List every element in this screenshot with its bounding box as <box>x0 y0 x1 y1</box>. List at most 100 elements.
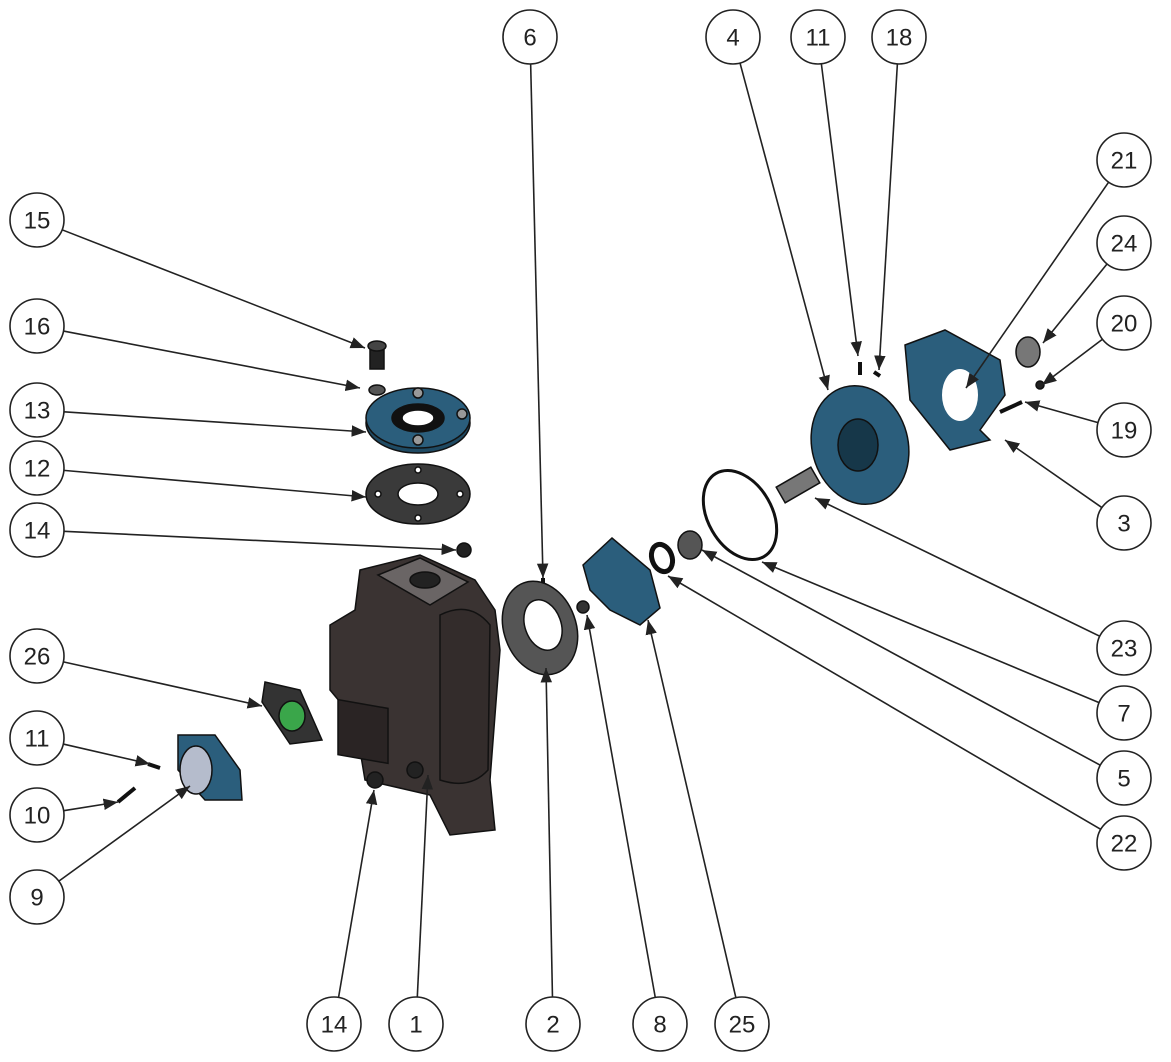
part-washer-16 <box>368 384 386 396</box>
leader-line-1 <box>416 774 434 998</box>
balloon-circle <box>1096 402 1152 458</box>
part-nut-14-bottom <box>366 771 384 789</box>
leader-line-9 <box>58 785 191 882</box>
balloon-23: 23 <box>1096 620 1152 676</box>
balloon-number: 22 <box>1111 831 1138 858</box>
part-nut-8 <box>576 600 590 614</box>
leader-line-18 <box>874 63 899 371</box>
balloon-number: 25 <box>729 1012 756 1039</box>
balloon-circle <box>1096 215 1152 271</box>
part-cover-9 <box>177 734 243 801</box>
balloon-circle <box>9 440 65 496</box>
leader-line-15 <box>61 229 366 349</box>
part-flange-13 <box>365 387 471 454</box>
part-screw-19 <box>999 400 1023 414</box>
balloon-circle <box>790 9 846 65</box>
balloon-number: 6 <box>523 25 536 52</box>
balloon-circle <box>1096 295 1152 351</box>
part-pump-body-1 <box>329 554 501 836</box>
leader-line-14 <box>63 530 457 556</box>
leader-line-8 <box>583 614 657 998</box>
leader-line-6 <box>529 63 549 579</box>
balloon-25: 25 <box>714 996 770 1052</box>
leader-line-19 <box>1024 400 1099 424</box>
part-bolt-15 <box>367 340 387 370</box>
balloon-24: 24 <box>1096 215 1152 271</box>
balloon-circle <box>1096 495 1152 551</box>
balloon-3: 3 <box>1096 495 1152 551</box>
leader-line-3 <box>1004 439 1103 509</box>
balloon-circle <box>9 869 65 925</box>
balloon-number: 21 <box>1111 148 1138 175</box>
balloon-9: 9 <box>9 869 65 925</box>
balloon-2: 2 <box>525 996 581 1052</box>
balloon-16: 16 <box>9 298 65 354</box>
balloon-11: 11 <box>790 9 846 65</box>
balloon-13: 13 <box>9 382 65 438</box>
balloon-number: 13 <box>24 398 51 425</box>
balloon-number: 4 <box>726 25 739 52</box>
part-screw-18 <box>872 370 882 378</box>
balloon-circle <box>632 996 688 1052</box>
balloon-number: 2 <box>546 1012 559 1039</box>
part-gasket-12 <box>365 463 471 525</box>
balloon-circle <box>714 996 770 1052</box>
balloon-14: 14 <box>9 502 65 558</box>
balloon-circle <box>705 9 761 65</box>
part-seal-5 <box>677 530 703 560</box>
balloon-circle <box>1096 750 1152 806</box>
balloon-circle <box>1096 815 1152 871</box>
balloon-circle <box>9 710 65 766</box>
balloon-number: 20 <box>1111 311 1138 338</box>
balloon-number: 14 <box>321 1012 348 1039</box>
balloon-number: 11 <box>25 726 50 753</box>
balloon-number: 11 <box>806 25 831 52</box>
balloon-circle <box>9 382 65 438</box>
part-gasket-2 <box>501 580 579 676</box>
balloon-circle <box>306 996 362 1052</box>
leader-line-13 <box>63 411 367 437</box>
balloon-circle <box>525 996 581 1052</box>
leader-line-23 <box>814 497 1101 637</box>
part-cover-plate-26 <box>261 681 324 745</box>
balloon-circle <box>1096 620 1152 676</box>
part-bearing-24 <box>1015 336 1041 368</box>
balloon-number: 23 <box>1111 636 1138 663</box>
balloon-circle <box>9 298 65 354</box>
leader-line-16 <box>63 330 361 391</box>
balloon-12: 12 <box>9 440 65 496</box>
part-impeller-25 <box>582 536 661 626</box>
leader-line-5 <box>701 549 1101 766</box>
part-screw-10 <box>116 786 137 804</box>
leader-line-21 <box>965 181 1110 389</box>
balloon-11: 11 <box>9 710 65 766</box>
balloon-number: 9 <box>30 885 43 912</box>
balloon-circle <box>1096 685 1152 741</box>
leader-line-22 <box>667 575 1102 831</box>
leader-line-2 <box>540 667 554 998</box>
balloon-number: 15 <box>24 208 51 235</box>
balloon-number: 1 <box>409 1012 422 1039</box>
leader-line-24 <box>1042 263 1108 344</box>
leader-line-25 <box>645 619 737 998</box>
balloon-circle <box>1096 132 1152 188</box>
balloon-number: 14 <box>24 518 51 545</box>
balloon-number: 7 <box>1117 701 1130 728</box>
balloon-26: 26 <box>9 628 65 684</box>
leader-line-12 <box>63 469 367 502</box>
part-nut-14 <box>456 542 472 558</box>
balloon-15: 15 <box>9 192 65 248</box>
part-bracket-3 <box>904 329 1006 451</box>
balloon-circle <box>388 996 444 1052</box>
balloon-5: 5 <box>1096 750 1152 806</box>
balloon-circle <box>9 787 65 843</box>
balloon-circle <box>9 192 65 248</box>
part-oring-7 <box>701 468 779 562</box>
balloon-number: 16 <box>24 314 51 341</box>
leader-line-11 <box>63 743 151 767</box>
balloon-number: 19 <box>1111 418 1138 445</box>
balloon-21: 21 <box>1096 132 1152 188</box>
balloon-7: 7 <box>1096 685 1152 741</box>
balloon-circle <box>9 502 65 558</box>
